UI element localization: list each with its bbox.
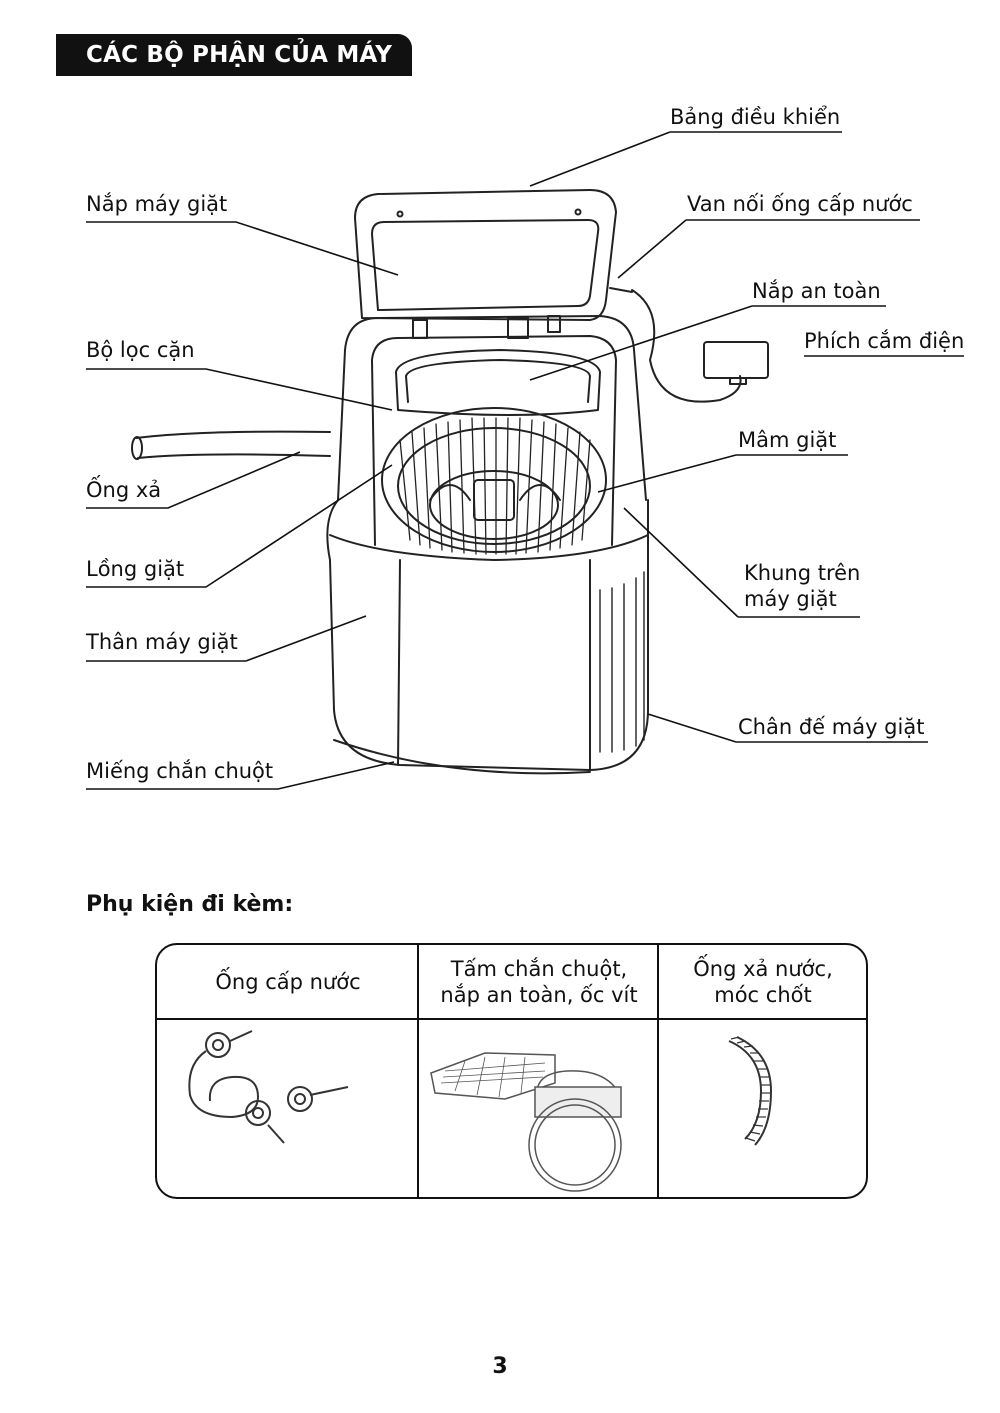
accessory-header-inlet-hose: Ống cấp nước [157, 945, 419, 1018]
label-rat-guard: Miếng chắn chuột [86, 759, 274, 783]
label-lint-filter: Bộ lọc cặn [86, 338, 195, 362]
accessory-header-guard-line2: nắp an toàn, ốc vít [440, 982, 638, 1007]
accessory-header-drain-line1: Ống xả nước, [693, 956, 833, 981]
label-top-frame: Khung trên máy giặt [744, 560, 860, 612]
drain-hose-image [728, 1036, 773, 1146]
label-body: Thân máy giặt [86, 630, 238, 654]
accessory-header-guard-line1: Tấm chắn chuột, [450, 956, 628, 981]
accessories-title: Phụ kiện đi kèm: [86, 892, 294, 917]
accessory-header-drain-line2: móc chốt [714, 982, 812, 1007]
label-drain-hose: Ống xả [86, 478, 162, 502]
inlet-hose-image [188, 1030, 349, 1144]
washing-machine-diagram [86, 131, 964, 790]
section-title: CÁC BỘ PHẬN CỦA MÁY [56, 34, 412, 76]
label-control-panel: Bảng điều khiển [670, 105, 841, 129]
page-number: 3 [492, 1354, 508, 1379]
label-top-frame-line1: Khung trên [744, 561, 861, 585]
table-divider [157, 1018, 866, 1020]
label-top-frame-line2: máy giặt [744, 587, 837, 611]
label-lid: Nắp máy giặt [86, 192, 228, 216]
accessory-header-drain: Ống xả nước, móc chốt [659, 945, 866, 1018]
table-divider [417, 945, 419, 1197]
label-safety-cover: Nắp an toàn [752, 279, 881, 303]
label-drum: Lồng giặt [86, 557, 185, 581]
label-base: Chân đế máy giặt [738, 715, 925, 739]
guard-cover-image [430, 1052, 622, 1192]
label-power-plug: Phích cắm điện [804, 329, 965, 353]
accessories-table: Ống cấp nước Tấm chắn chuột, nắp an toàn… [155, 943, 868, 1199]
table-divider [657, 945, 659, 1197]
label-pulsator: Mâm giặt [738, 428, 837, 452]
accessory-header-inlet-hose-line1: Ống cấp nước [215, 969, 361, 994]
accessory-header-guard: Tấm chắn chuột, nắp an toàn, ốc vít [419, 945, 659, 1018]
label-water-inlet-valve: Van nối ống cấp nước [687, 192, 913, 216]
